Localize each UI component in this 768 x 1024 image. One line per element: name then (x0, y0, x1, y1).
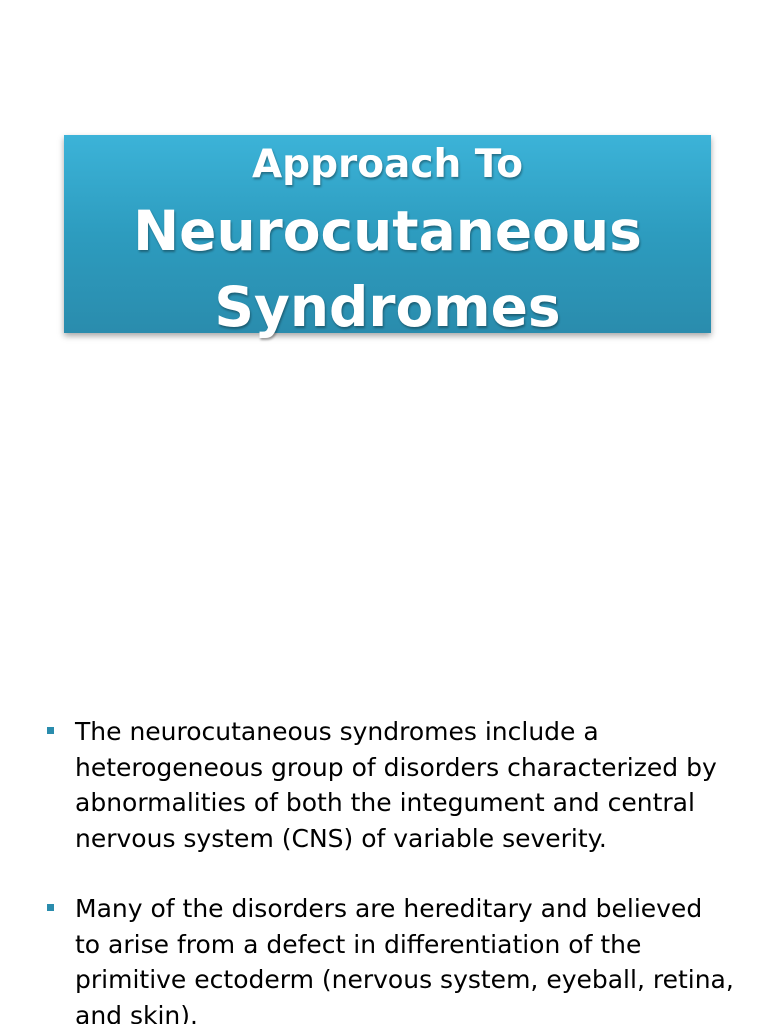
bullet-text: The neurocutaneous syndromes include a h… (75, 717, 717, 853)
bullet-item: Many of the disorders are hereditary and… (44, 891, 734, 1024)
square-bullet-icon (47, 904, 54, 911)
title-subheading: Approach To (251, 142, 524, 187)
title-heading-line-2: Syndromes (214, 275, 561, 339)
bullet-text: Many of the disorders are hereditary and… (75, 894, 734, 1024)
bullet-list: The neurocutaneous syndromes include a h… (44, 714, 734, 1024)
title-heading: Neurocutaneous Syndromes (64, 193, 711, 345)
square-bullet-icon (47, 727, 54, 734)
title-heading-line-1: Neurocutaneous (133, 199, 642, 263)
bullet-item: The neurocutaneous syndromes include a h… (44, 714, 734, 856)
title-box: Approach To Neurocutaneous Syndromes (64, 135, 711, 339)
